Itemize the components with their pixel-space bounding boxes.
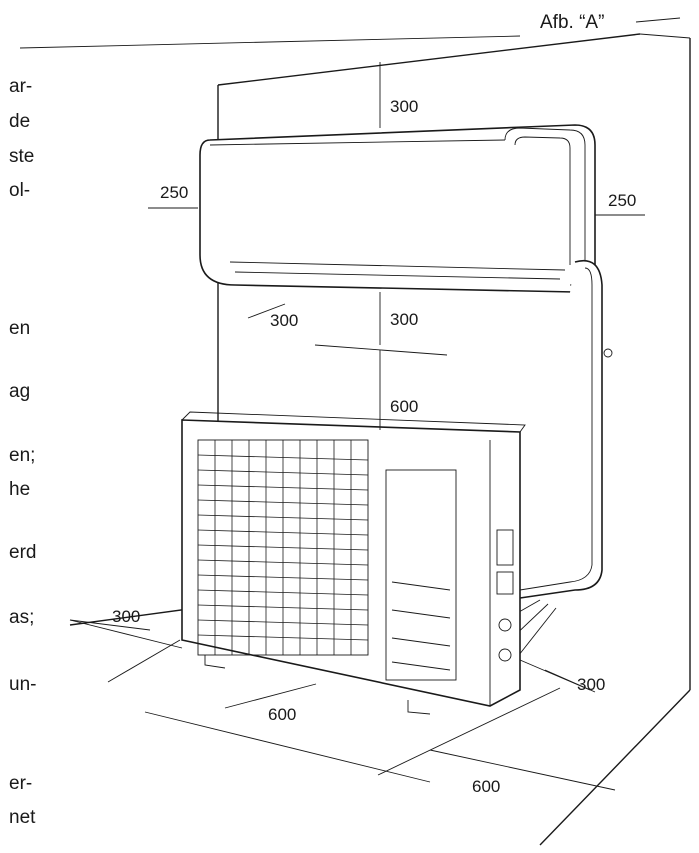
text-fragment: ste [9, 146, 34, 167]
text-fragment: en; [9, 445, 35, 466]
dim-left-clearance-indoor: 250 [160, 183, 188, 202]
dim-back-outdoor: 600 [472, 777, 500, 796]
indoor-unit [199, 124, 596, 293]
dim-front-clearance-indoor: 300 [270, 311, 298, 330]
dim-top-clearance: 300 [390, 97, 418, 116]
dimension-lines [69, 62, 645, 791]
text-fragment: en [9, 318, 30, 339]
dim-left-outdoor: 300 [112, 607, 140, 626]
dim-above-outdoor: 600 [390, 397, 418, 416]
text-fragment: erd [9, 542, 36, 563]
text-fragment: ar- [9, 76, 32, 97]
text-fragment: ag [9, 381, 30, 402]
outdoor-unit [181, 411, 526, 715]
refrigerant-piping [504, 260, 613, 661]
dim-right-clearance-indoor: 250 [608, 191, 636, 210]
dim-right-outdoor: 300 [577, 675, 605, 694]
dim-below-indoor: 300 [390, 310, 418, 329]
text-fragment: as; [9, 607, 34, 628]
text-fragment: de [9, 111, 30, 132]
text-fragment: net [9, 807, 36, 828]
dim-front-outdoor: 600 [268, 705, 296, 724]
text-fragment: ol- [9, 180, 30, 201]
figure-label: Afb. “A” [540, 12, 604, 33]
text-fragment: un- [9, 674, 36, 695]
figure-label-leader [635, 17, 681, 23]
text-fragment: er- [9, 773, 32, 794]
text-fragment: he [9, 479, 30, 500]
cut-text-fragments: ar- de ste ol- en ag en; he erd as; un- … [9, 76, 36, 828]
